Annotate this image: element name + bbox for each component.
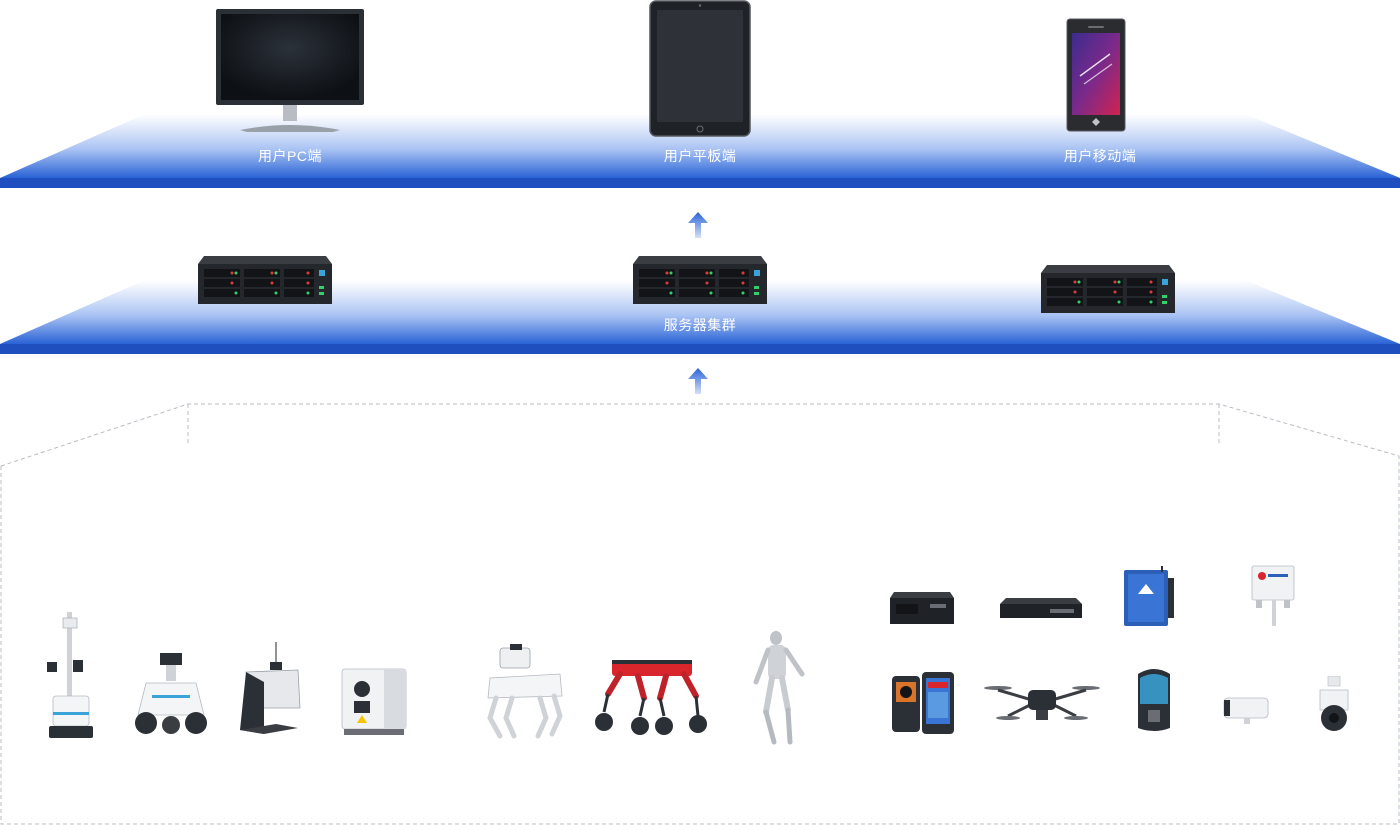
iot-gateway-icon [1124,566,1174,626]
pc-label: 用户PC端 [258,148,322,164]
client-tier: 用户PC端 用户平板端 用户移动端 [0,0,1400,190]
robot-dog-red-icon [595,660,707,735]
server-rack-icon [198,256,332,304]
server-rack-icon [633,256,767,304]
charging-station-icon [341,668,407,735]
rugged-phone-icon [892,672,954,734]
robot-dog-white-icon [487,644,563,739]
patrol-robot-wheeled-icon [135,653,207,734]
tablet-icon [649,0,751,137]
mobile-label: 用户移动端 [1063,148,1137,164]
server-rack-icon [1041,265,1175,313]
arrow-up-icon [688,368,708,394]
arrow-up-icon [688,212,708,238]
client-platform [0,114,1400,188]
tablet-label: 用户平板端 [663,148,737,164]
nvr-flat-icon [1000,598,1082,618]
drone-icon [984,686,1100,720]
patrol-robot-tower-icon [47,612,93,738]
sensor-box-icon [1251,565,1295,626]
dome-camera-icon [1319,676,1349,731]
server-cluster-label: 服务器集群 [663,317,737,333]
bullet-camera-icon [1223,697,1269,724]
device-layer-frame [0,403,1400,825]
nvr-box-icon [890,592,954,624]
server-tier: 服务器集群 [0,250,1400,360]
monitor-icon [216,9,364,132]
smartphone-icon [1066,18,1126,132]
humanoid-robot-icon [753,631,805,745]
inspection-kiosk-icon [240,642,301,734]
beacon-terminal-icon [1138,669,1170,731]
